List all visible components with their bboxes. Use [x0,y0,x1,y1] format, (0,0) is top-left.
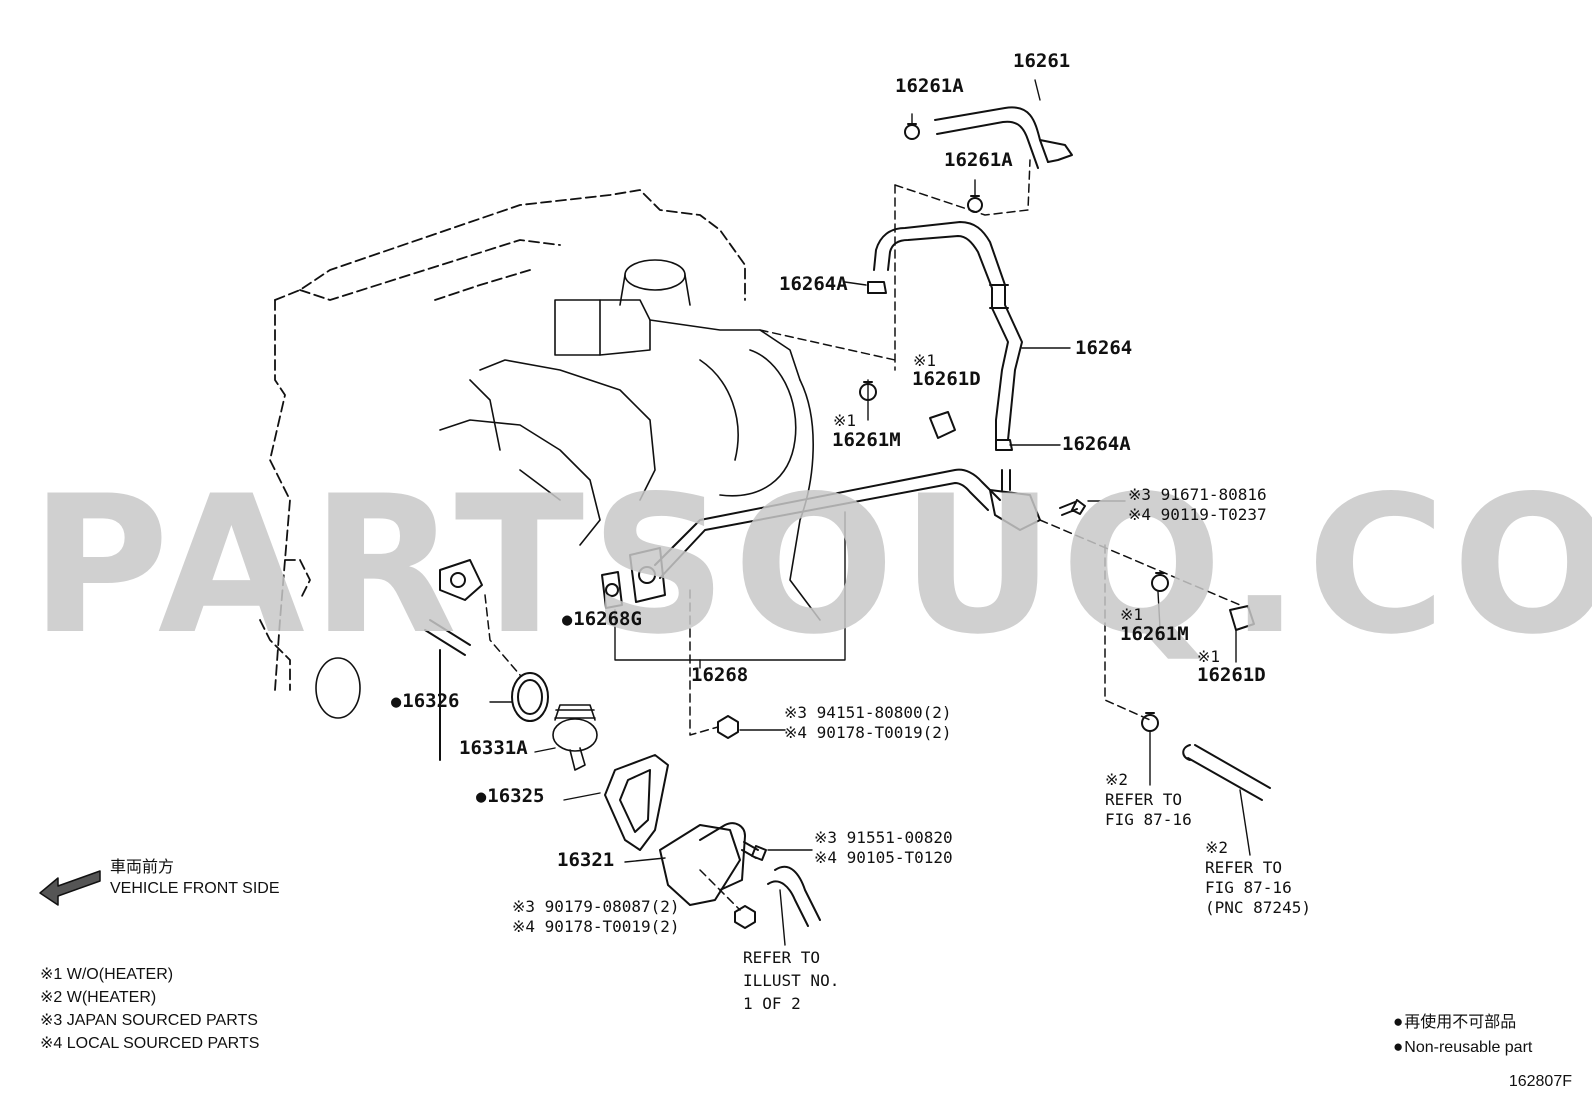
clamp-refer-a [1141,712,1159,732]
callout-nut-b-line2: ※4 90178-T0019(2) [512,917,680,936]
gasket-16326 [511,672,549,722]
thermostat-16331A [552,704,598,771]
label-16261D-top: 16261D [912,368,981,390]
hose-16261 [934,106,1073,169]
label-16261A-mid: 16261A [944,149,1013,171]
gasket-16268G [601,571,623,609]
nut-94151 [717,715,739,739]
ref-fig-a-line1: ※2 [1105,770,1129,789]
intake-manifold [315,259,821,719]
engine-block-outline [259,189,746,691]
label-16325: 16325 [476,786,544,807]
note-4: ※4 LOCAL SOURCED PARTS [40,1035,260,1052]
callout-bolt-a-line2: ※4 90119-T0237 [1128,505,1267,524]
flange-16268 [629,547,666,603]
ref-fig-a-line2: REFER TO [1105,790,1183,809]
callout-nut-b-line1: ※3 90179-08087(2) [512,897,680,916]
label-16261: 16261 [1013,50,1071,72]
heater-hose-right [1182,744,1271,801]
plug-16261D-right [1229,605,1255,631]
ref-illust-line3: 1 OF 2 [743,994,801,1013]
gasket-16325 [604,754,669,851]
label-16326: 16326 [391,691,459,712]
ref-fig-a-line3: FIG 87-16 [1105,810,1192,829]
pipe-16268 [654,468,1041,579]
label-16268: 16268 [691,664,749,686]
outlet-16321 [659,822,821,927]
label-16264: 16264 [1075,337,1133,359]
callout-bolt-b-line2: ※4 90105-T0120 [814,848,953,867]
note-16261M-left: ※1 [833,411,857,430]
ref-fig-b-line3: FIG 87-16 [1205,878,1292,897]
ref-illust-line1: REFER TO [743,948,821,967]
legend-en: Non-reusable part [1393,1037,1532,1058]
clamp-16264A-right [995,439,1013,451]
callout-bolt-a-line1: ※3 91671-80816 [1128,485,1267,504]
clamp-16264A-left [867,281,887,294]
label-16261A-top: 16261A [895,75,964,97]
callout-bolt-b-line1: ※3 91551-00820 [814,828,953,847]
label-16321: 16321 [557,849,615,871]
legend-jp: 再使用不可部品 [1393,1012,1516,1033]
note-3: ※3 JAPAN SOURCED PARTS [40,1012,258,1029]
callout-nut-a-line1: ※3 94151-80800(2) [784,703,952,722]
nut-90179 [734,905,756,929]
direction-en: VEHICLE FRONT SIDE [110,880,280,897]
note-2: ※2 W(HEATER) [40,989,157,1006]
note-1: ※1 W/O(HEATER) [40,966,174,983]
bolt-91671 [1059,499,1086,516]
note-16261D-top: ※1 [913,351,937,370]
clamp-16261M-right [1151,572,1169,592]
note-16261D-right: ※1 [1197,647,1221,666]
vehicle-front-arrow-icon [39,870,101,906]
leader-lines [489,79,1251,946]
label-16264A-right: 16264A [1062,433,1131,455]
label-16264A-left: 16264A [779,273,848,295]
ref-illust-line2: ILLUST NO. [743,971,840,990]
bolt-91551 [741,841,767,861]
clamp-16261A-top [904,123,920,140]
ref-fig-b-line1: ※2 [1205,838,1229,857]
hose-16264 [873,221,1023,441]
water-inlet-left [424,559,483,761]
note-16261M-right: ※1 [1120,605,1144,624]
label-16331A: 16331A [459,737,528,759]
dashed-leaders [484,159,1241,911]
label-16261M-left: 16261M [832,429,901,451]
label-16261D-right: 16261D [1197,664,1266,686]
plug-16261D-top [929,411,956,439]
callout-nut-a-line2: ※4 90178-T0019(2) [784,723,952,742]
label-16268G: 16268G [562,609,642,630]
ref-fig-b-line2: REFER TO [1205,858,1283,877]
ref-fig-b-line4: (PNC 87245) [1205,898,1311,917]
label-16261M-right: 16261M [1120,623,1189,645]
direction-jp: 車両前方 [110,859,175,876]
figure-number: 162807F [1508,1073,1572,1090]
